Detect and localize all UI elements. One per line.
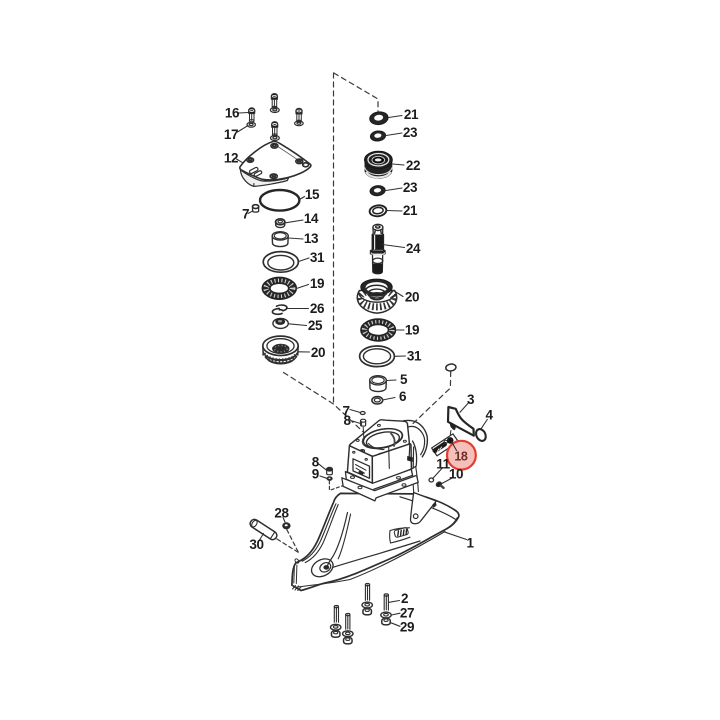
svg-text:17: 17 bbox=[224, 127, 238, 142]
svg-text:20: 20 bbox=[405, 290, 419, 305]
svg-text:3: 3 bbox=[467, 392, 475, 407]
svg-text:12: 12 bbox=[224, 151, 238, 166]
svg-text:31: 31 bbox=[310, 250, 325, 265]
svg-text:7: 7 bbox=[342, 404, 349, 419]
svg-text:11: 11 bbox=[436, 457, 450, 472]
svg-text:10: 10 bbox=[449, 467, 463, 482]
svg-text:16: 16 bbox=[225, 106, 240, 121]
svg-text:4: 4 bbox=[485, 408, 493, 423]
svg-text:30: 30 bbox=[249, 537, 263, 552]
svg-text:9: 9 bbox=[312, 467, 319, 482]
svg-text:15: 15 bbox=[305, 187, 320, 202]
svg-text:1: 1 bbox=[466, 536, 474, 551]
svg-text:8: 8 bbox=[343, 413, 351, 428]
svg-text:27: 27 bbox=[400, 606, 414, 621]
svg-text:19: 19 bbox=[310, 276, 324, 291]
svg-text:28: 28 bbox=[274, 506, 289, 521]
svg-text:25: 25 bbox=[308, 318, 323, 333]
svg-text:19: 19 bbox=[405, 323, 419, 338]
svg-text:8: 8 bbox=[312, 455, 320, 470]
svg-text:21: 21 bbox=[403, 203, 418, 218]
svg-text:13: 13 bbox=[304, 231, 319, 246]
svg-text:7: 7 bbox=[242, 207, 249, 222]
svg-text:31: 31 bbox=[407, 349, 422, 364]
svg-text:2: 2 bbox=[401, 591, 408, 606]
svg-text:29: 29 bbox=[400, 620, 414, 635]
svg-text:24: 24 bbox=[406, 241, 421, 256]
svg-text:14: 14 bbox=[304, 211, 319, 226]
svg-text:20: 20 bbox=[311, 345, 325, 360]
svg-text:23: 23 bbox=[403, 125, 418, 140]
svg-text:26: 26 bbox=[310, 301, 325, 316]
svg-text:18: 18 bbox=[454, 450, 468, 464]
svg-text:21: 21 bbox=[404, 107, 419, 122]
svg-text:6: 6 bbox=[399, 389, 407, 404]
svg-text:22: 22 bbox=[406, 158, 420, 173]
svg-text:5: 5 bbox=[400, 372, 408, 387]
svg-text:23: 23 bbox=[403, 180, 418, 195]
